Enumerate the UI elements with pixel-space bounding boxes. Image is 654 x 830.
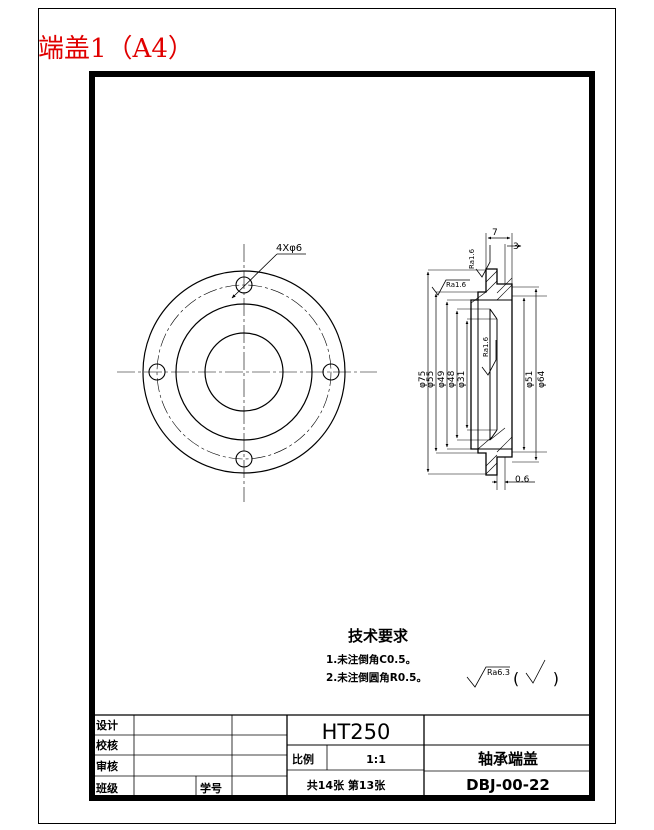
checker-label: 校核 <box>96 738 118 752</box>
dim-phi49: φ49 <box>437 370 447 388</box>
roughness-symbols <box>431 245 497 376</box>
roughness-label: Ra1.6 <box>482 336 490 357</box>
sheet-border <box>38 8 616 824</box>
section-view <box>426 233 547 490</box>
dim-3: 3 <box>513 242 519 252</box>
dim-phi31: φ31 <box>457 371 467 388</box>
sheet-count: 共14张 第13张 <box>307 778 386 792</box>
tech-requirement-item: 1.未注倒角C0.5。 <box>326 653 416 666</box>
hole-leader <box>231 253 278 299</box>
student-no-label: 学号 <box>200 781 222 795</box>
title-block <box>92 714 592 798</box>
drawing-frame <box>89 71 595 801</box>
dim-phi55: φ55 <box>426 371 436 388</box>
bolt-circle <box>156 284 332 460</box>
tech-requirement-item: 2.未注倒圆角R0.5。 <box>326 671 427 684</box>
general-roughness-symbol <box>466 659 546 688</box>
designer-label: 设计 <box>96 718 118 732</box>
hole-callout: 4Xφ6 <box>276 243 302 254</box>
roughness-paren: ( ) <box>513 669 559 688</box>
drawing-number: DBJ-00-22 <box>466 776 550 794</box>
roughness-label: Ra1.6 <box>446 281 467 289</box>
general-roughness-label: Ra6.3 <box>487 668 510 677</box>
dim-phi51: φ51 <box>525 371 535 388</box>
dim-7: 7 <box>492 228 498 238</box>
flange-outer-circle <box>142 270 346 474</box>
dim-0-6: 0.6 <box>515 475 530 485</box>
material-value: HT250 <box>322 720 391 744</box>
roughness-label: Ra1.6 <box>468 248 476 269</box>
bolt-hole <box>148 276 340 468</box>
dim-phi75: φ75 <box>418 371 428 388</box>
dim-phi64: φ64 <box>537 370 547 388</box>
tech-requirements-heading: 技术要求 <box>348 627 409 645</box>
sheet-title: 端盖1（A4） <box>38 34 194 64</box>
scale-value: 1:1 <box>366 753 386 766</box>
dim-phi48: φ48 <box>447 370 457 388</box>
class-label: 班级 <box>96 781 119 795</box>
bore-circle <box>204 332 284 412</box>
front-view <box>117 244 377 502</box>
part-name: 轴承端盖 <box>478 750 538 768</box>
reviewer-label: 审核 <box>96 759 118 773</box>
boss-circle <box>175 303 313 441</box>
scale-label: 比例 <box>292 752 314 766</box>
